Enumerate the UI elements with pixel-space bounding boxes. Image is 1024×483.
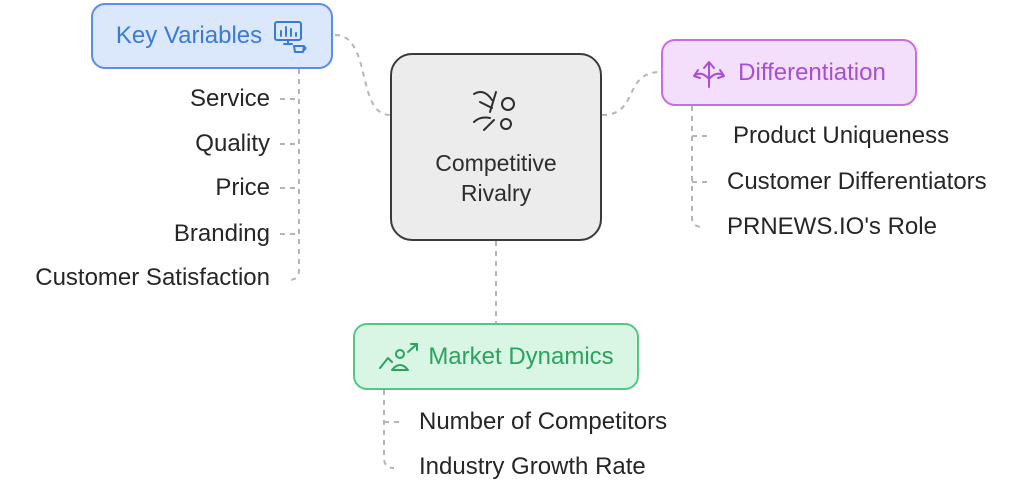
growth-person-icon	[379, 342, 419, 371]
connector-differentiation	[601, 71, 662, 116]
kv-item-customer-satisfaction: Customer Satisfaction	[35, 264, 270, 291]
center-node[interactable]: Competitive Rivalry	[390, 53, 602, 241]
differentiation-title: Differentiation	[738, 58, 886, 86]
differentiation-node[interactable]: Differentiation	[661, 39, 917, 106]
connector-kv-trunk	[288, 69, 300, 281]
market-dynamics-title: Market Dynamics	[428, 342, 614, 370]
connector-diff-trunk	[691, 106, 703, 228]
key-variables-title: Key Variables	[115, 22, 263, 49]
connector-md-trunk	[383, 390, 395, 469]
diverging-arrows-icon	[693, 60, 726, 88]
kv-item-quality: Quality	[195, 130, 270, 157]
market-dynamics-node[interactable]: Market Dynamics	[353, 323, 639, 390]
kv-item-price: Price	[215, 174, 270, 201]
diff-item-product-uniqueness: Product Uniqueness	[733, 122, 950, 149]
md-item-number-of-competitors: Number of Competitors	[419, 408, 668, 435]
kv-item-service: Service	[189, 85, 270, 112]
connector-key-variables	[334, 34, 391, 116]
center-title-line2: Rivalry	[460, 180, 532, 206]
md-item-industry-growth-rate: Industry Growth Rate	[419, 453, 646, 480]
diff-item-customer-differentiators: Customer Differentiators	[727, 168, 987, 195]
diff-item-prnews-role: PRNEWS.IO's Role	[727, 213, 937, 240]
collision-icon	[473, 91, 515, 131]
key-variables-node[interactable]: Key Variables	[91, 3, 333, 69]
center-title-line1: Competitive	[435, 150, 557, 176]
kv-item-branding: Branding	[173, 220, 270, 247]
monitor-chart-icon	[274, 21, 307, 53]
